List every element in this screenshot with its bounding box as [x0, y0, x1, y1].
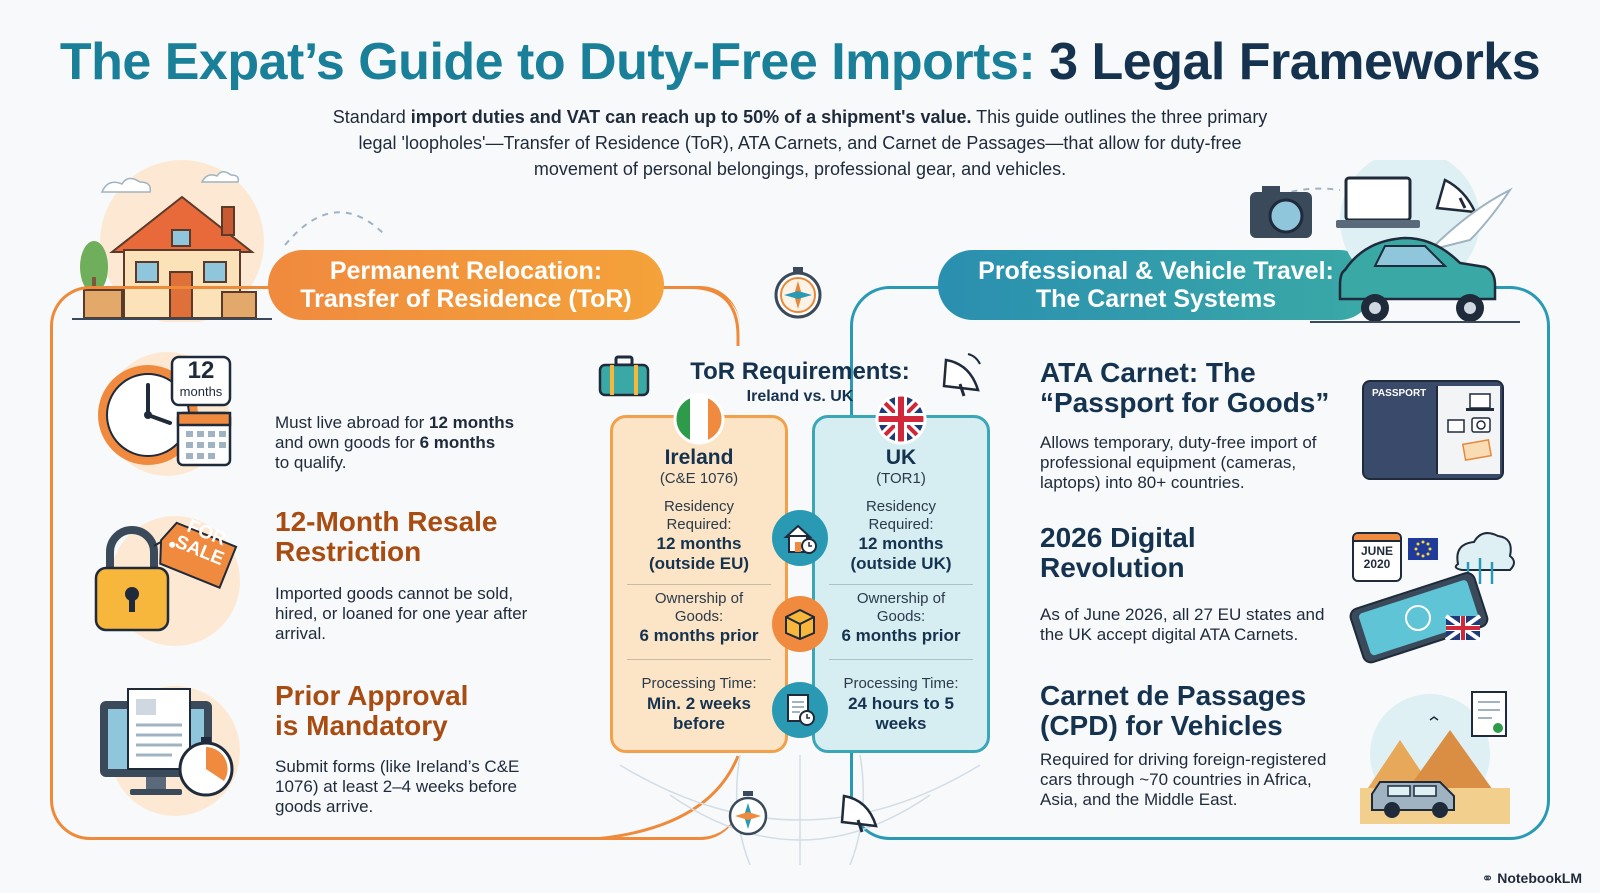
box-icon	[772, 596, 828, 652]
cpd-head-line-2: (CPD) for Vehicles	[1040, 710, 1283, 741]
digital-head-line-2: Revolution	[1040, 552, 1185, 583]
notebooklm-logo-icon: ⚭	[1481, 870, 1494, 886]
uk-divider-2	[829, 659, 973, 660]
left-pill-line-2: Transfer of Residence (ToR)	[300, 285, 632, 313]
req-text-2: and own goods for	[275, 433, 420, 452]
ireland-residency-value: 12 months (outside EU)	[648, 534, 750, 573]
prior-approval-heading: Prior Approval is Mandatory	[275, 681, 575, 741]
notebooklm-brand: ⚭ NotebookLM	[1482, 870, 1582, 887]
suitcase-icon	[598, 355, 650, 397]
title-part-1: The Expat’s Guide to Duty-Free Imports:	[59, 33, 1036, 91]
cpd-text: Required for driving foreign-registered …	[1040, 750, 1327, 809]
uk-column: UK (TOR1) Residency Required: 12 months …	[812, 415, 990, 753]
ireland-flag-icon	[673, 393, 725, 445]
computer-icon	[100, 688, 234, 797]
calendar-month: JUNE	[1360, 544, 1393, 558]
ireland-divider-2	[627, 659, 771, 660]
resale-restriction-text: Imported goods cannot be sold, hired, or…	[275, 584, 528, 643]
clock-icon	[98, 355, 232, 467]
req-bold-1: 12 months	[429, 413, 515, 432]
digital-revolution-heading: 2026 Digital Revolution	[1040, 523, 1340, 583]
uk-divider-1	[829, 584, 973, 585]
uk-ownership-value: 6 months prior	[841, 626, 961, 645]
approval-head-line-2: is Mandatory	[275, 710, 448, 741]
compass-icon	[774, 267, 822, 319]
dashed-arc-left	[284, 211, 386, 246]
tor-requirements-subtitle: Ireland vs. UK	[746, 388, 854, 405]
notebooklm-label: NotebookLM	[1497, 870, 1582, 886]
left-panel-curve	[560, 286, 740, 840]
document-timer-icon	[772, 682, 828, 738]
req-text-3: to qualify.	[275, 453, 347, 472]
req-text-1: Must live abroad for	[275, 413, 430, 432]
intro-bold: import duties and VAT can reach up to 50…	[410, 107, 972, 127]
ireland-name: Ireland	[664, 446, 734, 469]
uk-form-code: (TOR1)	[876, 470, 926, 487]
satellite-dish-icon	[942, 353, 981, 397]
uk-name: UK	[885, 446, 917, 469]
travel-illustration	[1250, 160, 1520, 325]
ata-head-line-1: ATA Carnet: The	[1040, 357, 1256, 388]
ireland-column: Ireland (C&E 1076) Residency Required: 1…	[610, 415, 788, 753]
title-part-2: 3 Legal Frameworks	[1049, 33, 1541, 91]
req-bold-2: 6 months	[419, 433, 496, 452]
digital-revolution-text: As of June 2026, all 27 EU states and th…	[1040, 605, 1325, 644]
uk-residency-value: 12 months (outside UK)	[850, 534, 952, 573]
uk-flag-icon	[875, 393, 927, 445]
compass-small-icon	[728, 791, 768, 836]
resale-head-line-2: Restriction	[275, 536, 422, 567]
uk-processing-value: 24 hours to 5 weeks	[848, 694, 954, 733]
ata-carnet-heading: ATA Carnet: The “Passport for Goods”	[1040, 358, 1360, 418]
intro-paragraph: Standard import duties and VAT can reach…	[330, 104, 1270, 182]
digital-tablet-cloud-icon	[1349, 532, 1515, 664]
page-title: The Expat’s Guide to Duty-Free Imports: …	[0, 32, 1600, 92]
right-pill-line-2: The Carnet Systems	[1035, 285, 1277, 313]
ata-carnet-text: Allows temporary, duty-free import of pr…	[1040, 433, 1317, 492]
tor-requirements-title: ToR Requirements:	[690, 358, 910, 385]
calendar-year: 2020	[1363, 557, 1391, 571]
ireland-form-code: (C&E 1076)	[659, 470, 739, 487]
passport-icon: PASSPORT	[1362, 380, 1504, 480]
clock-badge-number: 12	[187, 357, 215, 384]
uk-processing-label: Processing Time:	[843, 675, 959, 692]
uk-residency-label: Residency Required:	[865, 498, 937, 533]
left-section-pill: Permanent Relocation: Transfer of Reside…	[268, 250, 664, 320]
resale-restriction-heading: 12-Month Resale Restriction	[275, 507, 575, 567]
resale-head-line-1: 12-Month Resale	[275, 506, 498, 537]
intro-rest: This guide outlines the three primary le…	[358, 107, 1268, 179]
ireland-ownership-label: Ownership of Goods:	[654, 590, 744, 625]
globe-lines-decoration	[619, 755, 981, 865]
ireland-ownership-value: 6 months prior	[639, 626, 759, 645]
prior-approval-text: Submit forms (like Ireland’s C&E 1076) a…	[275, 757, 520, 816]
right-pill-line-1: Professional & Vehicle Travel:	[978, 257, 1334, 285]
uk-ownership-label: Ownership of Goods:	[856, 590, 946, 625]
right-section-pill: Professional & Vehicle Travel: The Carne…	[938, 250, 1374, 320]
digital-head-line-1: 2026 Digital	[1040, 522, 1196, 553]
home-clock-icon	[772, 510, 828, 566]
passport-stamps-icon	[1447, 393, 1494, 462]
left-pill-line-1: Permanent Relocation:	[329, 257, 603, 285]
ireland-residency-label: Residency Required:	[663, 498, 735, 533]
ireland-processing-label: Processing Time:	[641, 675, 757, 692]
calendar-icon: JUNE 2020	[1352, 532, 1402, 582]
desert-car-icon	[1360, 691, 1510, 824]
house-illustration	[72, 152, 272, 322]
cpd-head-line-1: Carnet de Passages	[1040, 680, 1307, 711]
satellite-dish-small-icon	[840, 794, 878, 833]
clock-badge-unit: months	[179, 384, 223, 399]
ireland-processing-value: Min. 2 weeks before	[647, 694, 751, 733]
ata-head-line-2: “Passport for Goods”	[1040, 387, 1330, 418]
passport-label: PASSPORT	[1372, 388, 1427, 399]
padlock-icon	[94, 521, 238, 632]
cpd-heading: Carnet de Passages (CPD) for Vehicles	[1040, 681, 1360, 741]
residency-requirement-text: Must live abroad for 12 months and own g…	[275, 413, 555, 473]
ireland-divider-1	[627, 584, 771, 585]
intro-lead: Standard	[332, 107, 411, 127]
approval-head-line-1: Prior Approval	[275, 680, 469, 711]
